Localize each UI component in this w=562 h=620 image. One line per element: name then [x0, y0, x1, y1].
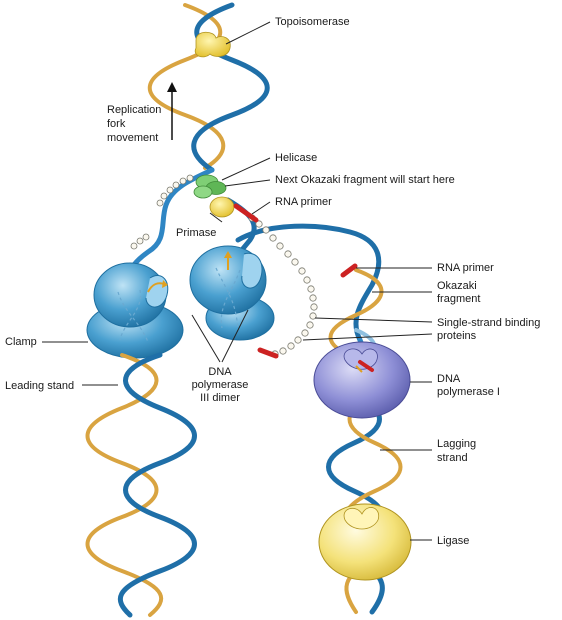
rna-primer-top: [233, 203, 259, 223]
label-pol3-line3: III dimer: [200, 392, 240, 404]
polymerase-iii-right: [189, 245, 275, 341]
label-helicase: Helicase: [275, 152, 317, 164]
label-topoisomerase: Topoisomerase: [275, 16, 350, 28]
label-lagging-line2: strand: [437, 452, 468, 464]
polymerase-i-protein: [313, 341, 411, 419]
label-pol1-line1: DNA: [437, 373, 461, 385]
label-ssb-line1: Single-strand binding: [437, 317, 540, 329]
leading-strand-helix: [85, 352, 197, 618]
label-leading-strand: Leading stand: [5, 380, 74, 392]
ssb-beads-upper: [156, 174, 194, 207]
label-ssb-line2: proteins: [437, 330, 477, 342]
label-fork-line3: movement: [107, 132, 158, 144]
rna-primer-right: [340, 263, 358, 278]
label-rna-primer-right: RNA primer: [437, 262, 494, 274]
label-pol3-line2: polymerase: [192, 379, 249, 391]
topoisomerase-protein: [194, 31, 231, 58]
label-pol3-line1: DNA: [208, 366, 232, 378]
label-okazaki-line1: Okazaki: [437, 280, 477, 292]
label-okazaki-start: Next Okazaki fragment will start here: [275, 174, 455, 186]
label-ligase: Ligase: [437, 535, 469, 547]
helicase-protein: [193, 174, 227, 199]
label-rna-primer-top: RNA primer: [275, 196, 332, 208]
label-primase: Primase: [176, 227, 216, 239]
labels: Topoisomerase Replication fork movement …: [5, 16, 540, 547]
fork-movement-arrow: [167, 82, 177, 140]
label-fork-line1: Replication: [107, 104, 161, 116]
label-clamp: Clamp: [5, 336, 37, 348]
primase-protein: [209, 196, 235, 218]
label-fork-line2: fork: [107, 118, 126, 130]
ssb-beads-loop: [248, 214, 318, 358]
leader-lines: [42, 21, 433, 541]
label-okazaki-line2: fragment: [437, 293, 480, 305]
ssb-beads-left: [130, 233, 150, 250]
rna-primer-lagging-loop: [257, 347, 279, 359]
polymerase-direction-arrows: [147, 251, 232, 293]
ligase-protein: [318, 503, 412, 581]
polymerase-iii-left: [86, 262, 184, 359]
label-lagging-line1: Lagging: [437, 438, 476, 450]
label-pol1-line2: polymerase I: [437, 386, 500, 398]
